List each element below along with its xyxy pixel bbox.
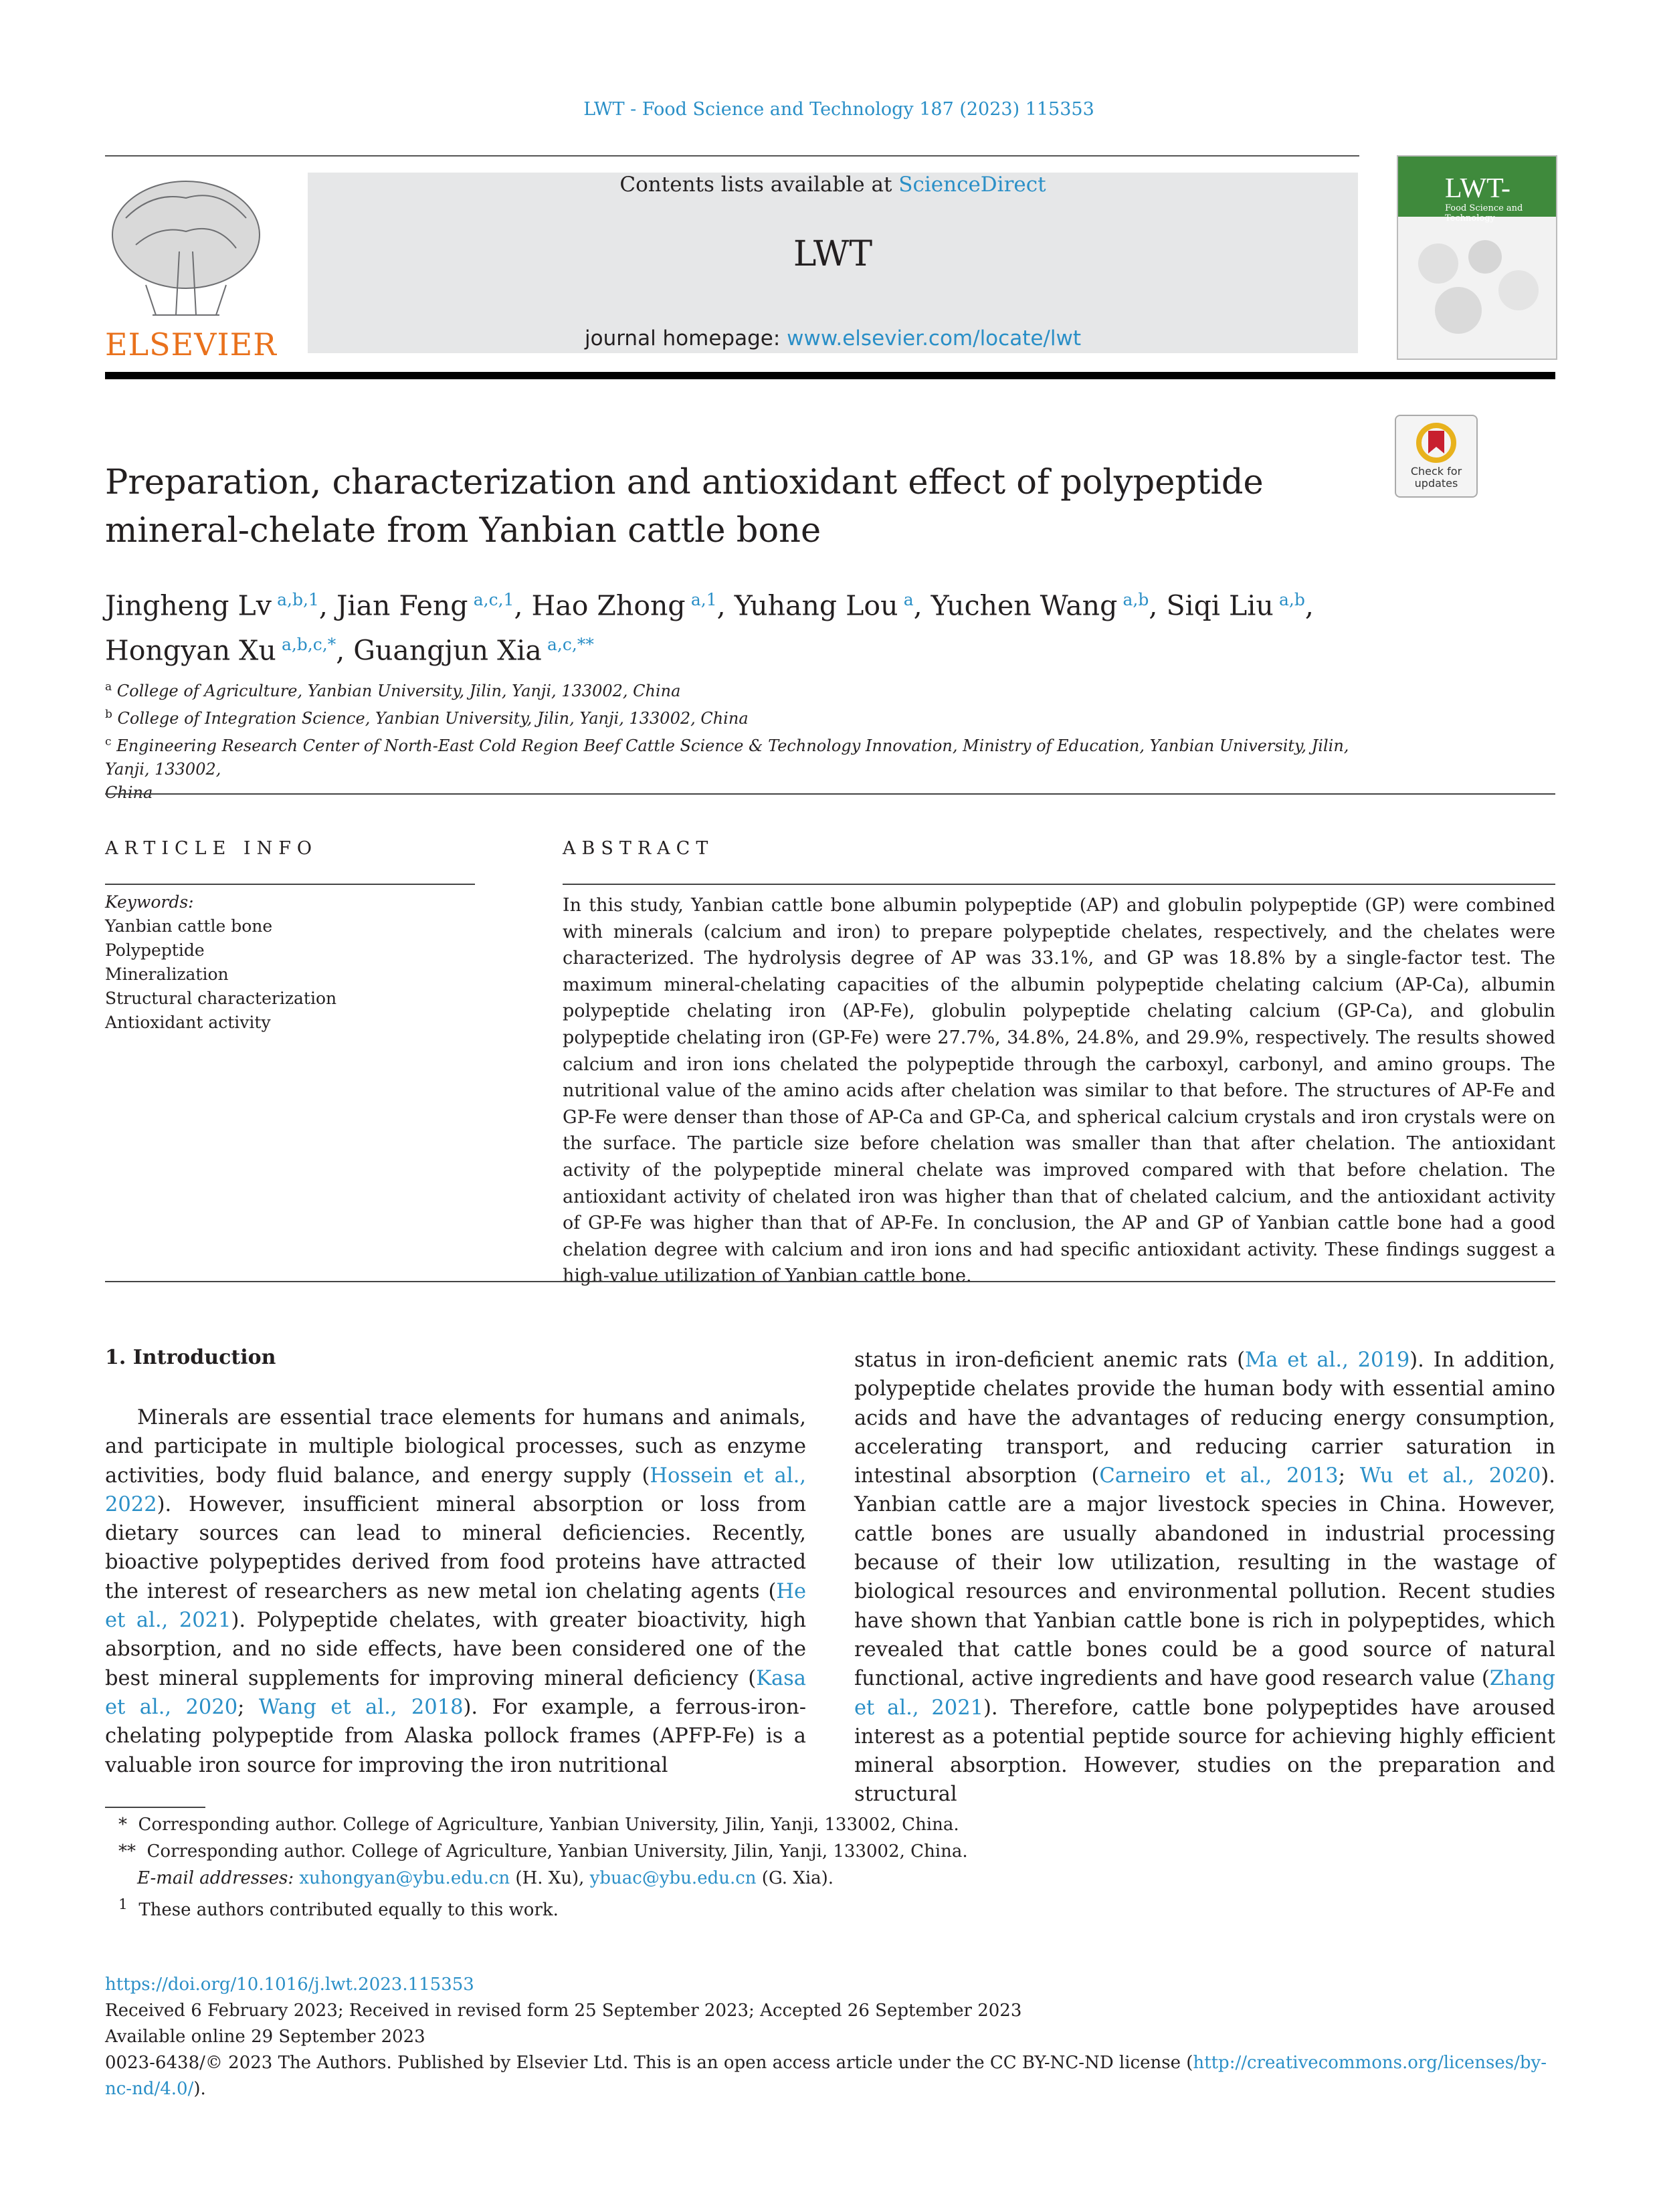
journal-reference-link[interactable]: LWT - Food Science and Technology 187 (2… xyxy=(583,99,1094,120)
cover-pattern-image xyxy=(1418,240,1539,334)
author-name[interactable]: Hao Zhong xyxy=(531,589,686,622)
header-thick-rule xyxy=(105,372,1555,379)
abstract-rule xyxy=(563,884,1555,885)
homepage-prefix: journal homepage: xyxy=(585,326,787,350)
abstract-text: In this study, Yanbian cattle bone album… xyxy=(563,895,1555,1287)
keyword: Yanbian cattle bone xyxy=(105,916,273,936)
cover-title: LWT- xyxy=(1445,173,1510,204)
affiliations: a College of Agriculture, Yanbian Univer… xyxy=(105,676,1376,805)
introduction-heading: 1. Introduction xyxy=(105,1346,276,1369)
publisher-logo-text: ELSEVIER xyxy=(105,326,277,363)
license-statement: 0023-6438/© 2023 The Authors. Published … xyxy=(105,2053,1547,2099)
citation-link[interactable]: Wang et al., 2018 xyxy=(258,1695,464,1719)
article-info-rule xyxy=(105,884,475,885)
author-name[interactable]: Yuhang Lou xyxy=(734,589,898,622)
keyword: Mineralization xyxy=(105,965,229,984)
section-rule xyxy=(105,793,1555,795)
body-column-right: status in iron-deficient anemic rats (Ma… xyxy=(854,1348,1555,1807)
doi-link[interactable]: https://doi.org/10.1016/j.lwt.2023.11535… xyxy=(105,1975,474,1995)
citation-link[interactable]: Zhang et al., 2021 xyxy=(854,1667,1555,1720)
keyword: Structural characterization xyxy=(105,989,337,1008)
citation-link[interactable]: He et al., 2021 xyxy=(105,1579,806,1633)
publication-info: https://doi.org/10.1016/j.lwt.2023.11535… xyxy=(105,1972,1555,2102)
email-link[interactable]: ybuac@ybu.edu.cn xyxy=(589,1868,757,1888)
author-affil-marks[interactable]: a,b xyxy=(1123,590,1149,609)
homepage-link[interactable]: www.elsevier.com/locate/lwt xyxy=(787,326,1081,350)
affiliation: b College of Integration Science, Yanbia… xyxy=(105,708,749,728)
footnote: ** Corresponding author. College of Agri… xyxy=(118,1841,968,1862)
author-affil-marks[interactable]: a,b,1 xyxy=(277,590,319,609)
author-name[interactable]: Siqi Liu xyxy=(1166,589,1274,622)
affiliation: a College of Agriculture, Yanbian Univer… xyxy=(105,680,681,700)
available-online: Available online 29 September 2023 xyxy=(105,2027,425,2047)
journal-cover-thumbnail[interactable]: LWT- Food Science and Technology xyxy=(1397,155,1557,360)
title-line-2: mineral-chelate from Yanbian cattle bone xyxy=(105,511,821,550)
contents-line: Contents lists available at ScienceDirec… xyxy=(308,173,1358,197)
footnotes: * Corresponding author. College of Agric… xyxy=(105,1811,1175,1924)
section-rule xyxy=(105,1281,1555,1282)
cover-band xyxy=(1398,157,1556,217)
keyword: Antioxidant activity xyxy=(105,1013,271,1032)
body-column-left: Minerals are essential trace elements fo… xyxy=(105,1406,807,1777)
keywords-block: Keywords: Yanbian cattle bone Polypeptid… xyxy=(105,890,480,1035)
sciencedirect-link[interactable]: ScienceDirect xyxy=(898,173,1046,197)
citation-link[interactable]: Ma et al., 2019 xyxy=(1244,1348,1410,1372)
citation-link[interactable]: Carneiro et al., 2013 xyxy=(1099,1464,1339,1488)
received-dates: Received 6 February 2023; Received in re… xyxy=(105,2001,1022,2021)
author-affil-marks[interactable]: a,b,c,* xyxy=(281,634,336,654)
author-affil-marks[interactable]: a,1 xyxy=(690,590,717,609)
journal-banner xyxy=(308,173,1358,353)
citation-link[interactable]: Hossein et al., 2022 xyxy=(105,1464,806,1516)
affiliation-continuation: China xyxy=(105,783,153,802)
author-name[interactable]: Yuchen Wang xyxy=(931,589,1118,622)
cover-subtitle: Food Science and Technology xyxy=(1445,203,1523,223)
author-affil-marks[interactable]: a,b xyxy=(1279,590,1305,609)
author-list: Jingheng Lv a,b,1, Jian Feng a,c,1, Hao … xyxy=(105,589,1314,667)
license-link[interactable]: http://creativecommons.org/licenses/by-n… xyxy=(105,2053,1547,2099)
footnote: 1 These authors contributed equally to t… xyxy=(118,1896,559,1920)
keyword: Polypeptide xyxy=(105,940,205,960)
check-updates-label: Check for updates xyxy=(1410,465,1462,490)
article-info-heading: ARTICLE INFO xyxy=(105,838,318,859)
article-title: Preparation, characterization and antiox… xyxy=(105,459,1343,555)
title-line-1: Preparation, characterization and antiox… xyxy=(105,463,1264,502)
email-link[interactable]: xuhongyan@ybu.edu.cn xyxy=(299,1868,510,1888)
journal-name: LWT xyxy=(793,234,873,274)
footnote-rule xyxy=(105,1807,205,1808)
author-name[interactable]: Jingheng Lv xyxy=(105,589,272,622)
elsevier-tree-logo xyxy=(112,181,260,316)
author-name[interactable]: Jian Feng xyxy=(336,589,468,622)
header-rule xyxy=(105,155,1359,157)
check-for-updates-button[interactable]: Check for updates xyxy=(1395,415,1478,498)
homepage-line: journal homepage: www.elsevier.com/locat… xyxy=(308,326,1358,350)
bookmark-icon xyxy=(1416,423,1456,463)
abstract-heading: ABSTRACT xyxy=(563,838,714,859)
keywords-label: Keywords: xyxy=(105,892,194,912)
author-name[interactable]: Guangjun Xia xyxy=(353,634,542,667)
author-name[interactable]: Hongyan Xu xyxy=(105,634,276,667)
footnote-emails: E-mail addresses: xuhongyan@ybu.edu.cn (… xyxy=(137,1868,834,1888)
author-affil-marks[interactable]: a xyxy=(903,590,914,609)
citation-link[interactable]: Kasa et al., 2020 xyxy=(105,1666,806,1719)
affiliation: c Engineering Research Center of North-E… xyxy=(105,735,1349,779)
contents-prefix: Contents lists available at xyxy=(619,173,899,197)
footnote: * Corresponding author. College of Agric… xyxy=(118,1815,959,1835)
author-affil-marks[interactable]: a,c,** xyxy=(547,634,594,654)
author-affil-marks[interactable]: a,c,1 xyxy=(473,590,514,609)
citation-link[interactable]: Wu et al., 2020 xyxy=(1359,1464,1541,1488)
